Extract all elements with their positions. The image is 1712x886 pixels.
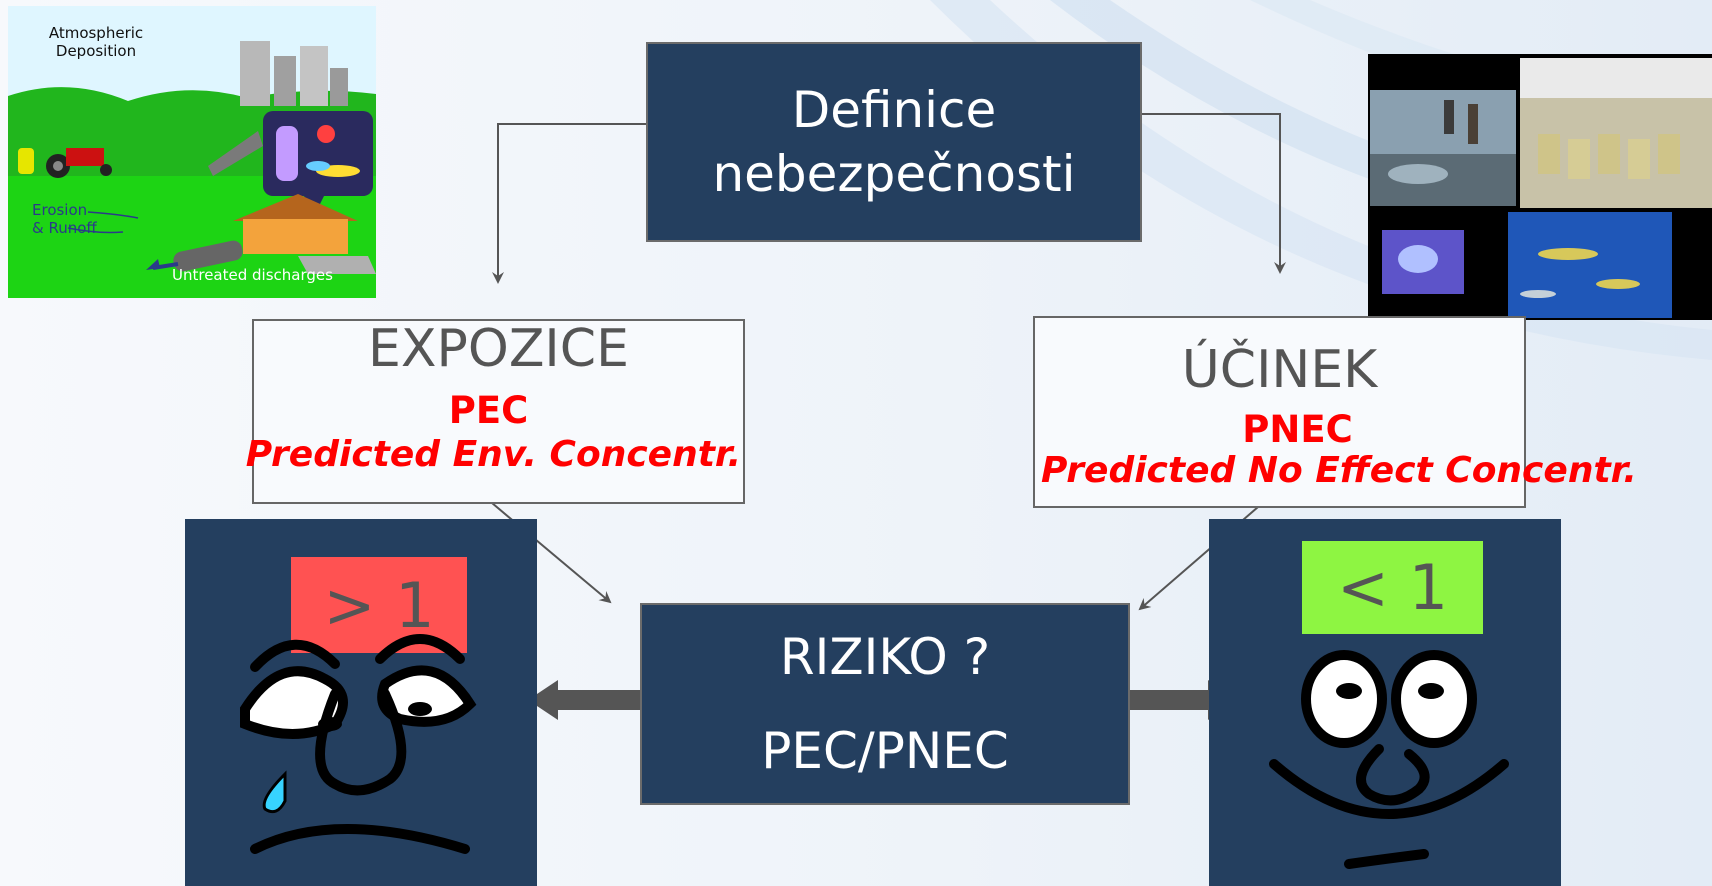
- happy-outcome-panel: < 1: [1209, 519, 1561, 886]
- exposure-box: EXPOZICE PEC Predicted Env. Concentr.: [246, 319, 745, 504]
- effect-box: ÚČINEK PNEC Predicted No Effect Concentr…: [1033, 316, 1637, 508]
- untreated-discharges-label: Untreated discharges: [172, 266, 333, 284]
- arrow-definition-to-exposure: [492, 123, 646, 284]
- ratio-less-than-one-label: < 1: [1302, 541, 1483, 634]
- exposure-title: EXPOZICE: [368, 319, 629, 379]
- erosion-runoff-label: Erosion & Runoff: [32, 201, 97, 237]
- risk-question: RIZIKO ?: [779, 628, 991, 686]
- hazard-definition-line1: Definice: [791, 81, 997, 139]
- atmospheric-deposition-label: Atmospheric Deposition: [48, 24, 144, 60]
- sad-face-icon: [240, 634, 477, 854]
- hazard-definition-box: Definice nebezpečnosti: [646, 42, 1142, 242]
- ratio-greater-than-one-label: > 1: [291, 557, 467, 653]
- happy-face-icon: [1269, 650, 1509, 869]
- exposure-description: Predicted Env. Concentr.: [245, 434, 742, 475]
- effect-description: Predicted No Effect Concentr.: [1041, 450, 1637, 491]
- exposure-abbr: PEC: [448, 389, 529, 432]
- risk-ratio: PEC/PNEC: [761, 722, 1009, 780]
- effect-abbr: PNEC: [1242, 408, 1353, 451]
- sad-outcome-panel: > 1: [185, 519, 537, 886]
- hazard-definition-line2: nebezpečnosti: [712, 145, 1076, 203]
- risk-box: RIZIKO ? PEC/PNEC: [640, 603, 1130, 805]
- environment-illustration: Atmospheric Deposition Erosion & Runoff …: [8, 6, 376, 298]
- arrow-risk-to-sad: [528, 680, 640, 720]
- effect-title: ÚČINEK: [1181, 340, 1378, 400]
- ecotox-photo-collage: [1368, 54, 1712, 320]
- arrow-definition-to-effect: [1140, 113, 1286, 274]
